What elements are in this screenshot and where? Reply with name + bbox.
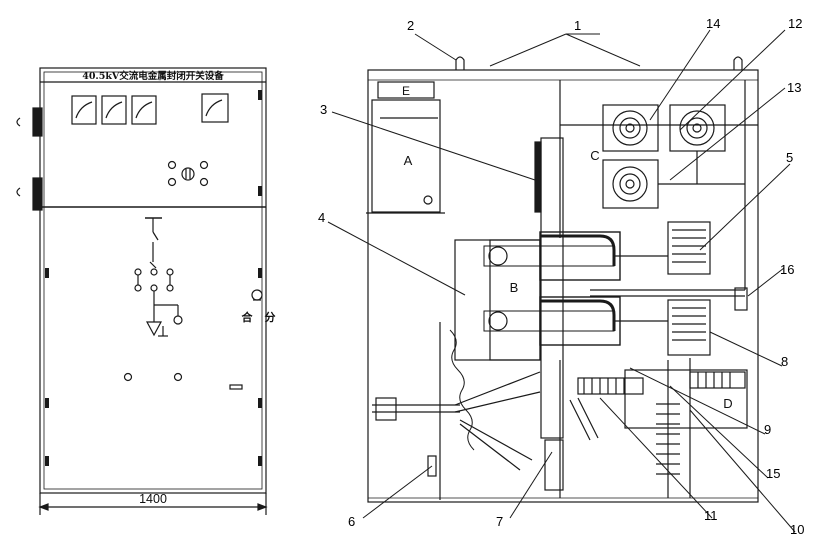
lower-knob-left <box>123 372 133 382</box>
meter-1 <box>71 95 97 125</box>
front-nameplate: 40.5kV交流电金属封闭开关设备 <box>82 70 224 82</box>
compartment-a-box <box>371 99 441 213</box>
callout-2: 2 <box>407 18 415 33</box>
callout-14: 14 <box>706 16 721 31</box>
part-6 <box>427 455 437 477</box>
compartment-d-box <box>624 369 748 429</box>
callout-6: 6 <box>348 514 356 529</box>
callout-3: 3 <box>320 102 328 117</box>
surge-arrester-10 <box>656 360 680 498</box>
upper-bushing <box>483 231 621 281</box>
label-d: D <box>723 396 732 411</box>
current-transformer-8 <box>667 299 711 356</box>
cabinet-outline <box>39 67 267 494</box>
label-c: C <box>590 148 599 163</box>
close-label: 合 <box>242 310 254 324</box>
callout-11: 11 <box>704 508 718 523</box>
callout-15: 15 <box>766 466 781 481</box>
meter-2 <box>101 95 127 125</box>
callout-4: 4 <box>318 210 326 225</box>
callout-5: 5 <box>786 150 794 165</box>
lower-knob-right <box>173 372 183 382</box>
left-handle-lower <box>16 177 43 211</box>
compartment-e-box <box>377 81 435 99</box>
section-view <box>366 56 759 503</box>
label-e: E <box>402 84 410 98</box>
lifting-eye-2 <box>455 56 465 70</box>
callout-12: 12 <box>788 16 803 31</box>
meter-4 <box>201 93 229 123</box>
front-view <box>16 67 268 515</box>
callout-10: 10 <box>790 522 805 537</box>
width-dimension-line <box>38 493 268 515</box>
callout-9: 9 <box>764 422 772 437</box>
hinges <box>45 90 262 466</box>
callout-1: 1 <box>574 18 582 33</box>
callout-leaders <box>327 29 796 533</box>
callout-16: 16 <box>780 262 795 277</box>
callout-8: 8 <box>781 354 789 369</box>
current-transformer-5 <box>667 221 711 275</box>
part-16 <box>734 287 748 311</box>
width-dimension: 1400 <box>139 492 167 506</box>
cabinet-inner-frame <box>43 71 263 490</box>
callout-13: 13 <box>787 80 802 95</box>
mimic-diagram <box>134 217 183 337</box>
busbar-insulator-14 <box>602 104 659 152</box>
callout-7: 7 <box>496 514 504 529</box>
control-buttons <box>167 160 209 187</box>
label-b: B <box>510 280 519 295</box>
insulator-11 <box>577 377 644 395</box>
section-outline <box>367 69 759 503</box>
meter-3 <box>131 95 157 125</box>
lower-slot <box>229 384 243 390</box>
left-handle-upper <box>16 107 43 137</box>
label-a: A <box>404 153 413 168</box>
open-label: 分 <box>265 310 276 324</box>
